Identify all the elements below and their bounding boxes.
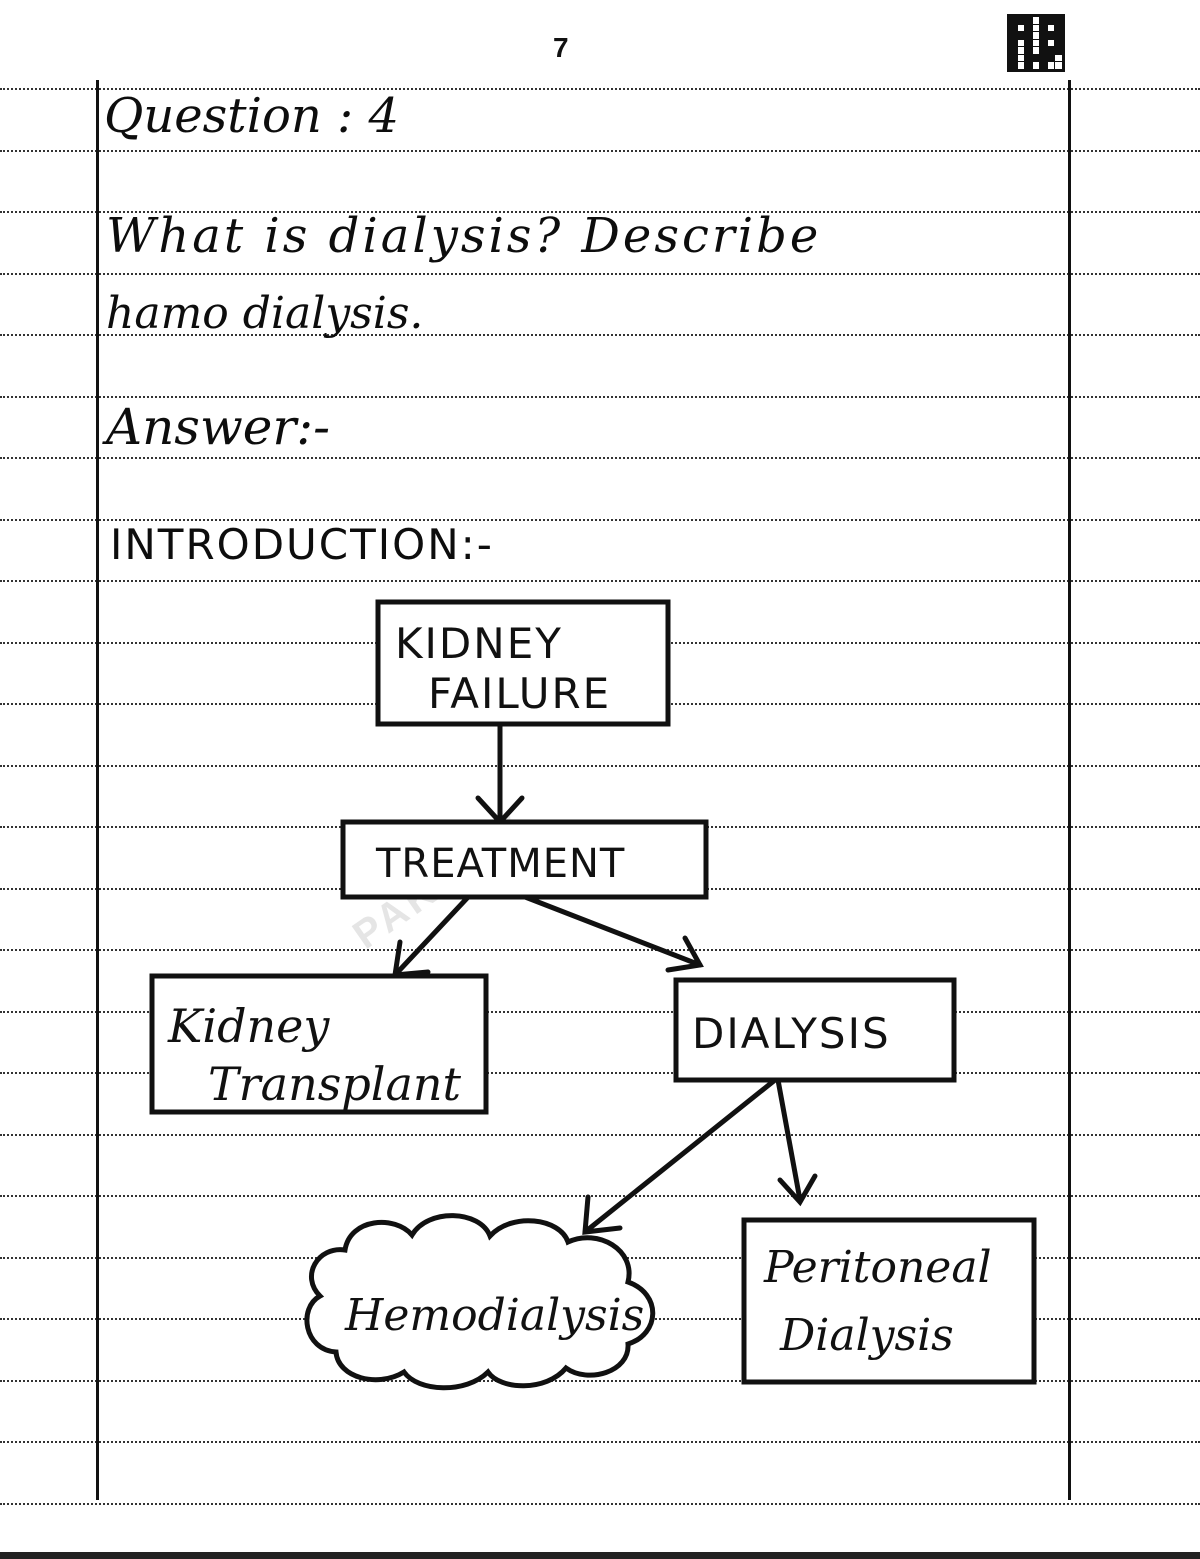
node-kidney-transplant: Kidney Transplant [149, 973, 489, 1115]
rule-line [0, 1503, 1200, 1505]
node-treatment-label: TREATMENT [375, 841, 625, 887]
node-kidney-transplant-line2: Transplant [208, 1057, 462, 1111]
rule-line [0, 1441, 1200, 1443]
node-peritoneal-dialysis: Peritoneal Dialysis [741, 1217, 1037, 1385]
arrowhead-dialysis [665, 935, 704, 973]
node-kidney-failure: KIDNEY FAILURE [375, 599, 671, 727]
qr-code-icon [1007, 14, 1065, 72]
arrowhead-hemodialysis [582, 1194, 623, 1235]
arrowhead-peritoneal [777, 1173, 818, 1207]
node-hemodialysis-label: Hemodialysis [344, 1290, 644, 1341]
left-margin-line [96, 80, 99, 1500]
rule-line [0, 1134, 1200, 1136]
question-heading: Question : 4 [104, 88, 399, 144]
rule-line [0, 273, 1200, 275]
rule-line [0, 519, 1200, 521]
rule-line [0, 334, 1200, 336]
node-peritoneal-dialysis-line1: Peritoneal [763, 1242, 992, 1293]
right-margin-line [1068, 80, 1071, 1500]
edge-dialysis-peritoneal [775, 1077, 803, 1203]
node-kidney-failure-line2: FAILURE [428, 669, 611, 718]
rule-line [0, 88, 1200, 90]
answer-label: Answer:- [106, 398, 330, 456]
rule-line [0, 396, 1200, 398]
rule-line [0, 150, 1200, 152]
rule-line [0, 765, 1200, 767]
node-dialysis: DIALYSIS [673, 977, 957, 1083]
node-hemodialysis: Hemodialysis [304, 1213, 656, 1391]
rule-line [0, 949, 1200, 951]
rule-line [0, 211, 1200, 213]
edge-treatment-dialysis [517, 892, 703, 968]
node-kidney-failure-line1: KIDNEY [395, 619, 563, 668]
introduction-heading: INTRODUCTION:- [110, 520, 494, 569]
rule-line [0, 1195, 1200, 1197]
page-bottom-edge [0, 1552, 1200, 1559]
question-text-line1: What is dialysis? Describe [106, 208, 822, 264]
node-dialysis-label: DIALYSIS [692, 1009, 891, 1058]
edge-treatment-transplant [392, 892, 473, 978]
rule-line [0, 580, 1200, 582]
page-number: 7 [553, 32, 569, 63]
node-kidney-transplant-line1: Kidney [167, 999, 330, 1053]
rule-line [0, 1072, 1200, 1074]
cloud-shape [304, 1213, 656, 1391]
node-treatment: TREATMENT [340, 819, 709, 900]
node-peritoneal-dialysis-line2: Dialysis [779, 1310, 954, 1361]
rule-line [0, 457, 1200, 459]
rule-line [0, 1380, 1200, 1382]
edge-dialysis-hemodialysis [582, 1077, 778, 1235]
question-text-line2: hamo dialysis. [106, 288, 424, 339]
rule-line [0, 1011, 1200, 1013]
